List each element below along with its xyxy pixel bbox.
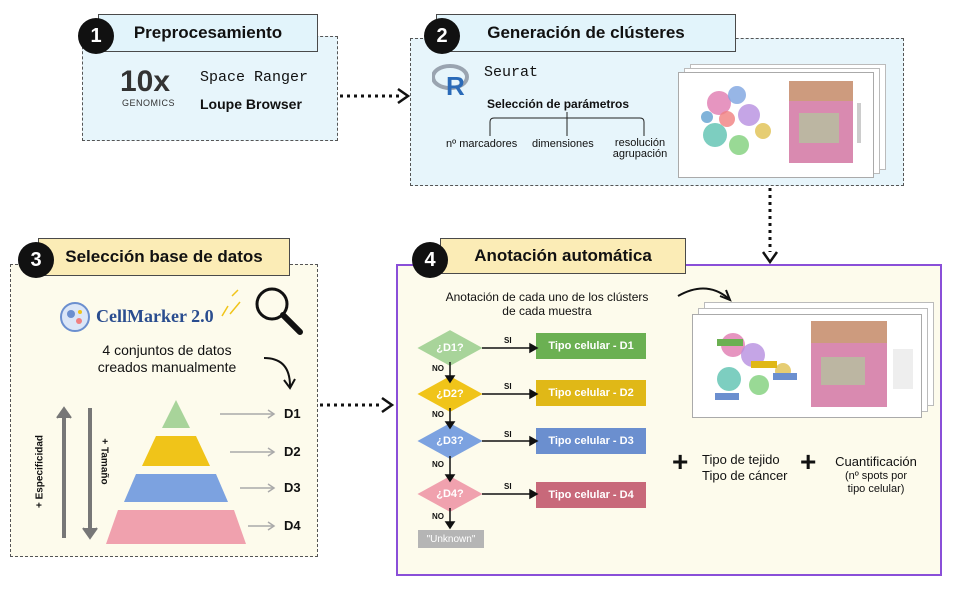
loupe-browser-label: Loupe Browser: [200, 96, 302, 112]
pyramid-level-d4: [106, 510, 246, 544]
plus-icon-2: +: [800, 446, 817, 477]
title-text: Selección base de datos: [65, 247, 263, 266]
step-number-2: 2: [424, 18, 460, 54]
title-text: Preprocesamiento: [133, 23, 283, 42]
title-preprocesamiento: Preprocesamiento: [98, 14, 318, 52]
outcome-d1: Tipo celular - D1: [536, 333, 646, 359]
decision-d1: ¿D1?: [418, 335, 482, 361]
yes-label-3: SI: [504, 430, 512, 439]
step-number-1: 1: [78, 18, 114, 54]
param-marcadores: nº marcadores: [446, 138, 518, 150]
yes-label-2: SI: [504, 382, 512, 391]
cellmarker-logo-icon: [60, 302, 90, 332]
title-base-datos: Selección base de datos: [38, 238, 290, 276]
pyramid-label-d2: D2: [284, 444, 301, 459]
panel-preprocesamiento: [82, 36, 338, 141]
outcome-d4: Tipo celular - D4: [536, 482, 646, 508]
flowchart-arrows: [444, 342, 539, 530]
no-label-3: NO: [432, 460, 444, 469]
anotacion-description: Anotación de cada uno de los clústers de…: [445, 290, 649, 318]
decision-d3: ¿D3?: [418, 428, 482, 454]
annotated-umap-graphic: [715, 321, 913, 407]
cellmarker-name: CellMarker 2.0: [96, 306, 214, 326]
plus-icon-1: +: [672, 446, 689, 477]
curved-arrow-right: [677, 287, 732, 302]
no-label-2: NO: [432, 410, 444, 419]
pyramid-label-d1: D1: [284, 406, 301, 421]
title-text: Anotación automática: [474, 246, 652, 265]
title-text: Generación de clústeres: [487, 23, 685, 42]
title-anotacion: Anotación automática: [440, 238, 686, 274]
pyramid-label-d3: D3: [284, 480, 301, 495]
pyramid-level-d1: [162, 400, 190, 428]
params-title: Selección de parámetros: [487, 97, 630, 111]
decision-d2: ¿D2?: [418, 381, 482, 407]
outcome-d2: Tipo celular - D2: [536, 380, 646, 406]
svg-text:R: R: [446, 71, 465, 98]
quantification-labels: Cuantificación (nº spots por tipo celula…: [835, 454, 917, 495]
r-logo-icon: R: [432, 64, 469, 98]
title-clusteres: Generación de clústeres: [436, 14, 736, 52]
magnifier-icon: [255, 287, 303, 335]
pyramid-graphic: [106, 400, 276, 544]
step-number-4: 4: [412, 242, 448, 278]
pyramid-label-d4: D4: [284, 518, 301, 533]
umap-plot-graphic: [701, 81, 861, 163]
space-ranger-label: Space Ranger: [200, 69, 309, 86]
params-bracket: [489, 112, 645, 136]
pyramid-level-d2: [142, 436, 210, 466]
no-label-1: NO: [432, 364, 444, 373]
10x-logo: 10x: [120, 65, 171, 98]
genomics-logo-text: GENOMICS: [122, 98, 176, 108]
plot-card-front: [678, 72, 874, 178]
step-number-3: 3: [18, 242, 54, 278]
db-description: 4 conjuntos de datos creados manualmente: [97, 342, 237, 375]
no-label-4: NO: [432, 512, 444, 521]
param-dimensiones: dimensiones: [532, 138, 594, 150]
seurat-label: Seurat: [484, 64, 539, 81]
annot-card-front: [692, 314, 922, 418]
decision-d4: ¿D4?: [418, 481, 482, 507]
pyramid-level-d3: [124, 474, 228, 502]
curved-arrow-down: [263, 357, 296, 390]
yes-label-4: SI: [504, 482, 512, 491]
param-resolucion: resolución agrupación: [612, 137, 668, 160]
unknown-box: "Unknown": [418, 530, 484, 548]
sparkle-lines-icon: [221, 289, 241, 317]
pyramid-axes: [56, 406, 98, 540]
tissue-cancer-labels: Tipo de tejido Tipo de cáncer: [702, 452, 788, 483]
yes-label-1: SI: [504, 336, 512, 345]
outcome-d3: Tipo celular - D3: [536, 428, 646, 454]
